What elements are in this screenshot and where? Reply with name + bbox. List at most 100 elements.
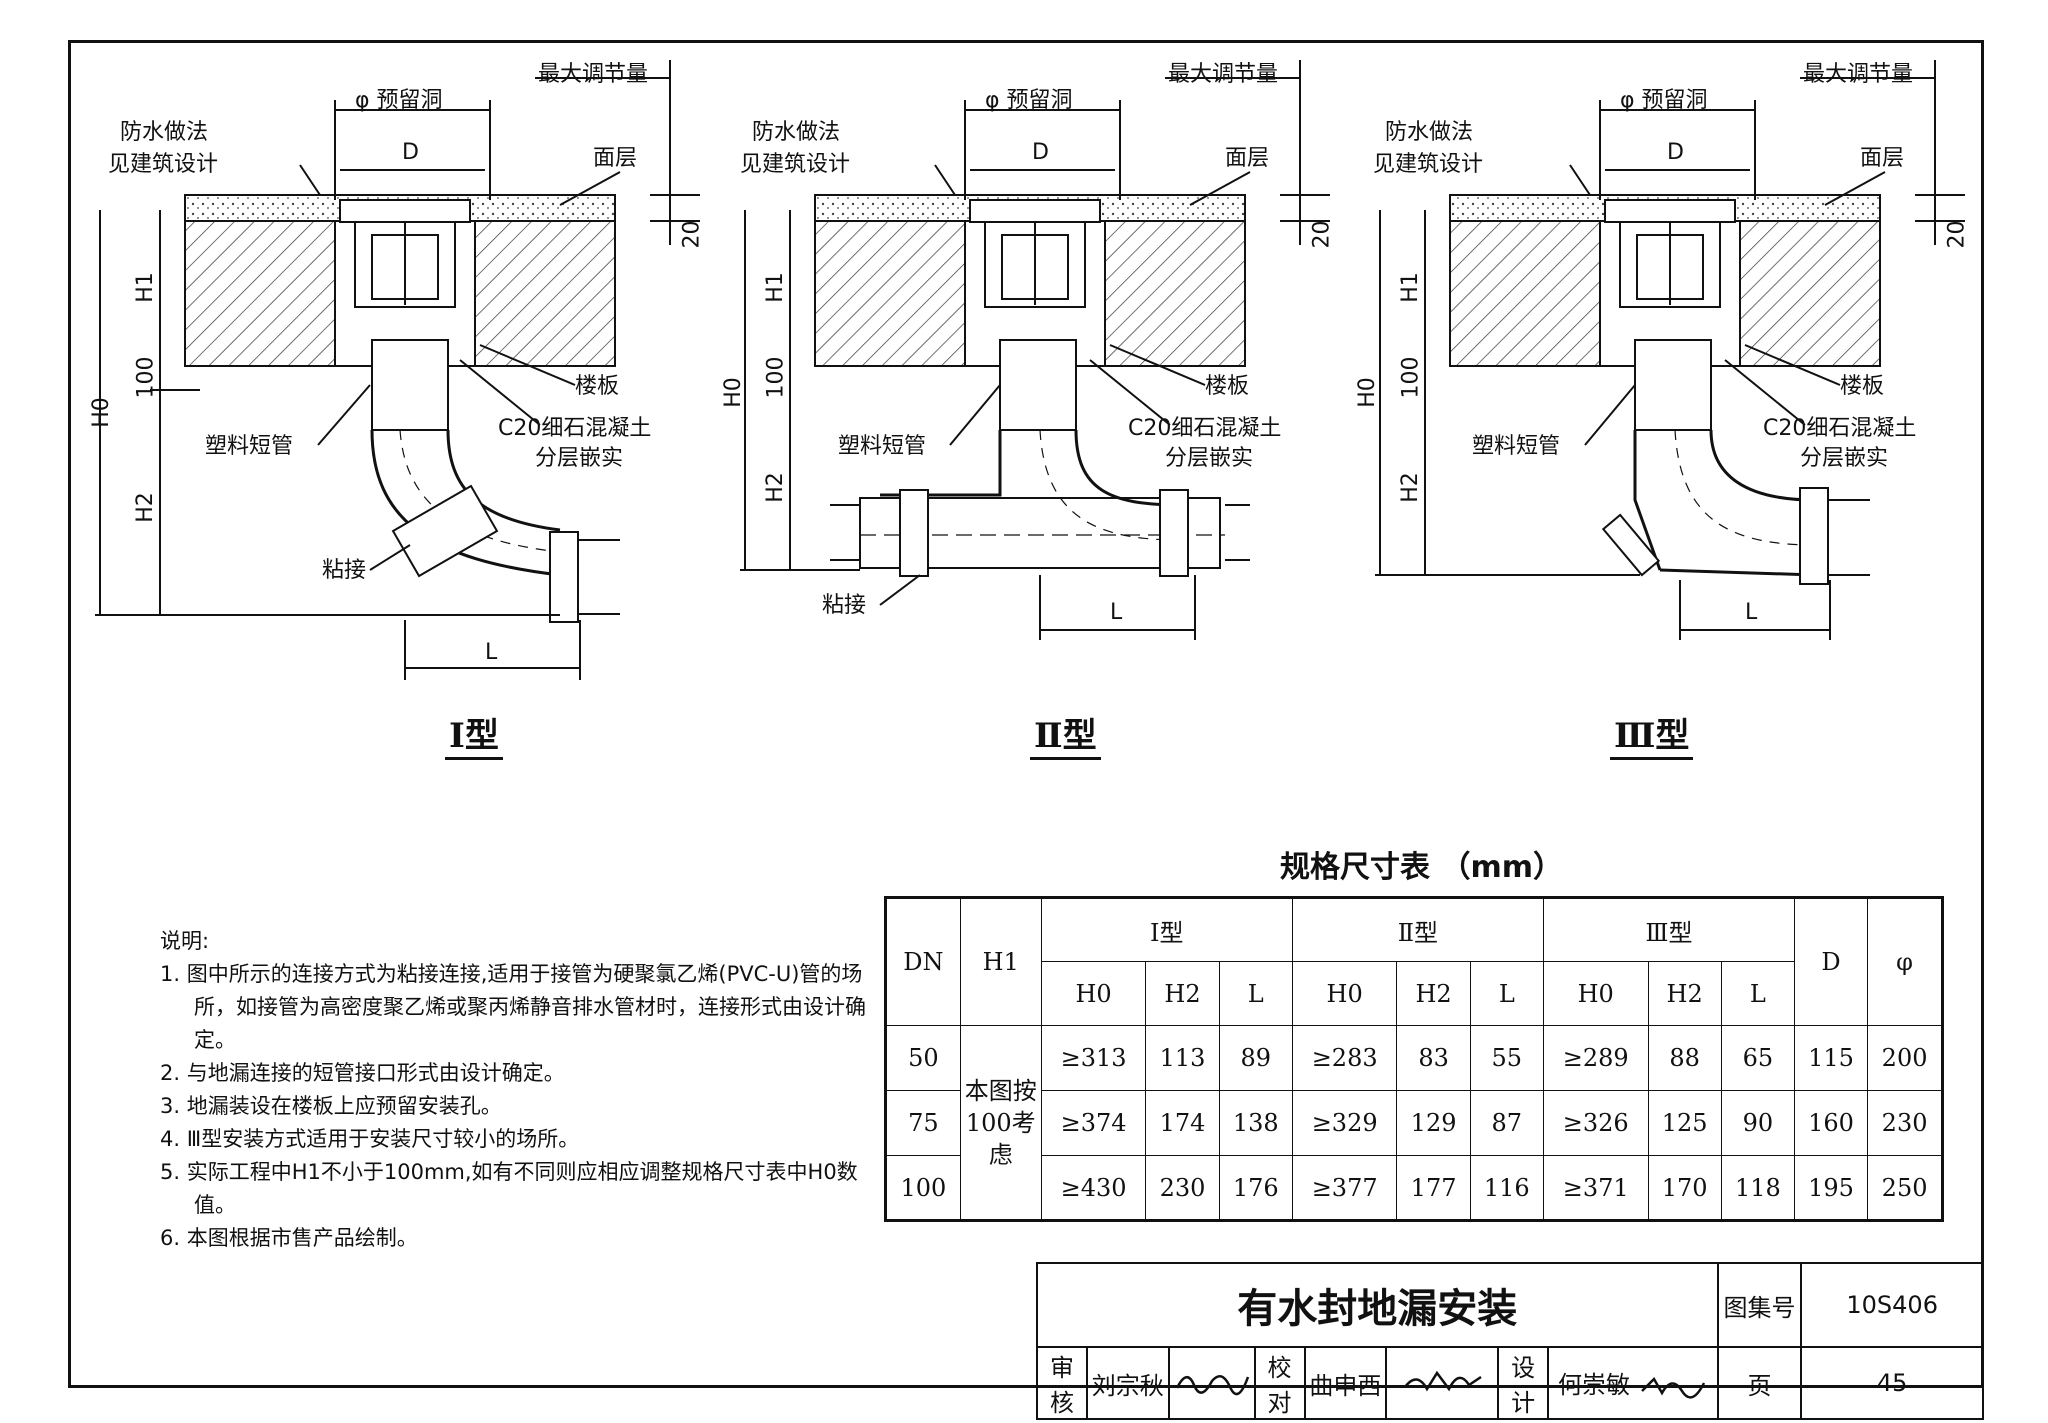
- note-item: 1. 图中所示的连接方式为粘接连接,适用于接管为硬聚氯乙烯(PVC-U)管的场所…: [160, 962, 866, 1052]
- signature-image: [1640, 1376, 1705, 1399]
- fig3-dim-20-label: 20: [1944, 220, 1970, 249]
- table-cell: 230: [1867, 1090, 1943, 1156]
- page-number: 45: [1800, 1346, 1984, 1420]
- fig2-h0-label: H0: [720, 377, 746, 408]
- table-cell: 89: [1218, 1025, 1293, 1091]
- fig1-reserved-hole-label: φ 预留洞: [355, 88, 443, 113]
- fig2-concrete-label-2: 分层嵌实: [1165, 446, 1254, 471]
- atlas-number: 10S406: [1800, 1262, 1984, 1348]
- fig3-type-title: Ⅲ型: [1610, 708, 1694, 760]
- table-cell: 176: [1218, 1155, 1293, 1221]
- table-cell: 113: [1145, 1025, 1220, 1091]
- figure-2-drawing: [740, 60, 1330, 640]
- spec-table-title: 规格尺寸表 （mm）: [1280, 850, 1563, 885]
- notes-heading: 说明:: [160, 929, 210, 953]
- note-item: 2. 与地漏连接的短管接口形式由设计确定。: [160, 1061, 565, 1085]
- fig2-type-title: Ⅱ型: [1030, 708, 1101, 760]
- fig1-dim-20-label: 20: [679, 220, 705, 249]
- table-cell: ≥374: [1040, 1090, 1147, 1156]
- fig1-short-pipe-label: 塑料短管: [205, 434, 294, 459]
- fig1-h1-label: H1: [132, 272, 158, 303]
- note-item: 5. 实际工程中H1不小于100mm,如有不同则应相应调整规格尺寸表中H0数值。: [160, 1160, 858, 1217]
- fig2-max-adjust-label: 最大调节量: [1168, 62, 1279, 87]
- table-cell: 50: [885, 1025, 961, 1091]
- table-cell: ≥289: [1542, 1025, 1649, 1091]
- table-row: 75 ≥374 174 138 ≥329 129 87 ≥326 125 90 …: [885, 1090, 1943, 1156]
- fig1-concrete-label-1: C20细石混凝土: [498, 416, 652, 441]
- header-type-2: Ⅱ型: [1291, 897, 1544, 962]
- fig1-d-label: D: [402, 140, 419, 165]
- table-cell: 118: [1720, 1155, 1795, 1221]
- table-row: 50 本图按100考虑 ≥313 113 89 ≥283 83 55 ≥289 …: [885, 1025, 1943, 1221]
- fig1-waterproof-label-1: 防水做法: [120, 120, 209, 145]
- fig3-reserved-hole-label: φ 预留洞: [1620, 88, 1708, 113]
- design-label: 设计: [1497, 1346, 1550, 1420]
- header-h1: H1: [959, 897, 1042, 1026]
- reviewer-signature: [1167, 1346, 1256, 1420]
- fig1-100-label: 100: [133, 356, 159, 399]
- table-cell: 90: [1720, 1090, 1795, 1156]
- note-item: 4. Ⅲ型安装方式适用于安装尺寸较小的场所。: [160, 1127, 580, 1151]
- fig2-reserved-hole-label: φ 预留洞: [985, 88, 1073, 113]
- table-row: 100 ≥430 230 176 ≥377 177 116 ≥371 170 1…: [885, 1155, 1943, 1221]
- fig2-100-label: 100: [763, 356, 789, 399]
- designer-name: 何崇敏: [1558, 1371, 1630, 1399]
- notes: 说明: 1. 图中所示的连接方式为粘接连接,适用于接管为硬聚氯乙烯(PVC-U)…: [160, 925, 880, 1255]
- subheader-h0: H0: [1542, 961, 1649, 1026]
- subheader-h2: H2: [1145, 961, 1220, 1026]
- subheader-l: L: [1469, 961, 1544, 1026]
- table-cell: 170: [1647, 1155, 1722, 1221]
- designer-cell: 何崇敏: [1547, 1346, 1719, 1420]
- table-cell: 200: [1867, 1025, 1943, 1091]
- table-cell: 195: [1793, 1155, 1869, 1221]
- table-cell: 55: [1469, 1025, 1544, 1091]
- subheader-h2: H2: [1647, 961, 1722, 1026]
- fig3-short-pipe-label: 塑料短管: [1472, 434, 1561, 459]
- fig3-slab-label: 楼板: [1840, 374, 1885, 399]
- fig3-h0-label: H0: [1354, 377, 1380, 408]
- table-cell: 160: [1793, 1090, 1869, 1156]
- fig2-concrete-label-1: C20细石混凝土: [1128, 416, 1282, 441]
- fig1-type-title: Ⅰ型: [445, 708, 503, 760]
- review-label: 审核: [1036, 1346, 1088, 1420]
- fig2-surface-label: 面层: [1225, 146, 1270, 171]
- fig2-waterproof-label-1: 防水做法: [752, 120, 841, 145]
- checker-name: 曲申西: [1303, 1346, 1388, 1420]
- header-type-3: Ⅲ型: [1542, 897, 1795, 962]
- h1-note-cell: 本图按100考虑: [959, 1025, 1042, 1221]
- note-item: 6. 本图根据市售产品绘制。: [160, 1226, 418, 1250]
- fig1-surface-label: 面层: [593, 146, 638, 171]
- table-cell: ≥371: [1542, 1155, 1649, 1221]
- table-cell: 100: [885, 1155, 961, 1221]
- fig3-concrete-label-2: 分层嵌实: [1800, 446, 1889, 471]
- fig2-h1-label: H1: [762, 272, 788, 303]
- fig2-bond-label: 粘接: [822, 593, 867, 618]
- table-cell: 177: [1396, 1155, 1471, 1221]
- table-cell: 138: [1218, 1090, 1293, 1156]
- fig3-waterproof-label-2: 见建筑设计: [1373, 152, 1484, 177]
- table-cell: ≥329: [1291, 1090, 1398, 1156]
- note-item: 3. 地漏装设在楼板上应预留安装孔。: [160, 1094, 502, 1118]
- table-cell: 83: [1396, 1025, 1471, 1091]
- fig3-l-label: L: [1745, 600, 1758, 625]
- title-block: 有水封地漏安装 图集号 10S406 审核 刘宗秋 校对 曲申西 设计 何崇敏 …: [1036, 1262, 1984, 1420]
- subheader-l: L: [1720, 961, 1795, 1026]
- fig1-waterproof-label-2: 见建筑设计: [108, 152, 219, 177]
- table-cell: 116: [1469, 1155, 1544, 1221]
- table-cell: ≥377: [1291, 1155, 1398, 1221]
- fig2-short-pipe-label: 塑料短管: [838, 434, 927, 459]
- drawing-title: 有水封地漏安装: [1036, 1262, 1719, 1348]
- table-cell: ≥326: [1542, 1090, 1649, 1156]
- fig3-waterproof-label-1: 防水做法: [1385, 120, 1474, 145]
- check-label: 校对: [1253, 1346, 1306, 1420]
- table-cell: 125: [1647, 1090, 1722, 1156]
- fig3-max-adjust-label: 最大调节量: [1803, 62, 1914, 87]
- subheader-h2: H2: [1396, 961, 1471, 1026]
- reviewer-name: 刘宗秋: [1085, 1346, 1170, 1420]
- fig1-l-label: L: [485, 640, 498, 665]
- fig3-100-label: 100: [1398, 356, 1424, 399]
- fig3-d-label: D: [1667, 140, 1684, 165]
- header-dn: DN: [885, 897, 961, 1026]
- checker-signature: [1385, 1346, 1500, 1420]
